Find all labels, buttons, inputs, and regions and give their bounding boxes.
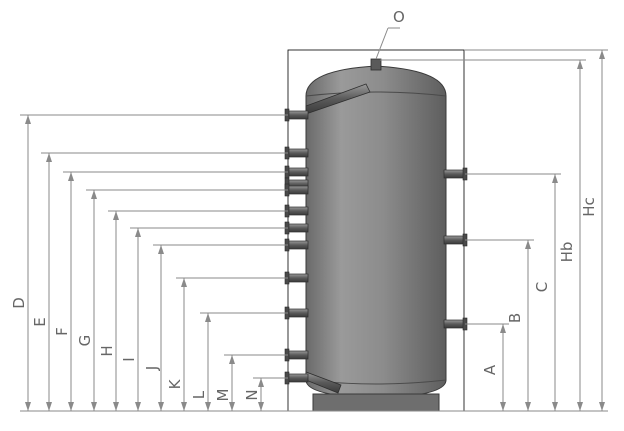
dimension-n: N — [243, 377, 288, 411]
arrow-top — [25, 115, 31, 124]
arrow-bottom — [552, 402, 558, 411]
label-f: F — [53, 327, 71, 336]
arrow-top — [46, 153, 52, 162]
left-pipe-stub — [287, 350, 309, 360]
label-hb: Hb — [558, 242, 576, 263]
dimension-d: D — [10, 114, 288, 411]
left-pipe-stub — [287, 373, 309, 383]
label-j: J — [143, 366, 161, 371]
dimension-e: E — [31, 152, 288, 411]
arrow-top — [158, 245, 164, 254]
dimension-m: M — [214, 354, 288, 411]
dimension-g: G — [76, 189, 288, 411]
label-m: M — [214, 389, 232, 402]
arrow-top — [68, 172, 74, 181]
dimension-b: B — [465, 239, 534, 411]
arrow-bottom — [577, 402, 583, 411]
label-k: K — [166, 378, 184, 389]
arrow-top — [181, 278, 187, 287]
label-a: A — [481, 364, 499, 375]
arrow-bottom — [135, 402, 141, 411]
dimension-j: J — [143, 244, 288, 411]
top-connection-o — [370, 58, 382, 71]
label-hc: Hc — [580, 197, 598, 217]
arrow-top — [229, 355, 235, 364]
right-connections — [443, 167, 468, 331]
arrow-bottom — [91, 402, 97, 411]
left-pipe-stub — [287, 148, 309, 158]
right-pipe-stub — [443, 169, 465, 179]
tank-top-dome-seam — [305, 91, 447, 97]
arrow-top — [599, 50, 605, 59]
dimension-c: C — [465, 173, 561, 411]
arrow-bottom — [181, 402, 187, 411]
arrow-top — [91, 190, 97, 199]
label-d: D — [10, 297, 28, 309]
arrow-bottom — [46, 402, 52, 411]
tank — [305, 58, 447, 412]
arrow-bottom — [158, 402, 164, 411]
label-h: H — [98, 345, 116, 356]
arrow-top — [135, 228, 141, 237]
arrow-top — [500, 324, 506, 333]
arrow-bottom — [229, 402, 235, 411]
right-pipe-stub — [443, 319, 465, 329]
label-b: B — [506, 313, 524, 323]
label-l: L — [190, 390, 208, 399]
dimension-l: L — [190, 312, 288, 411]
dimension-h: H — [98, 210, 288, 411]
arrow-bottom — [525, 402, 531, 411]
arrow-top — [258, 378, 264, 387]
left-pipe-stub — [287, 206, 309, 216]
left-pipe-stub — [287, 308, 309, 318]
dimension-hb: Hb — [380, 59, 586, 411]
left-pipe-stub — [287, 240, 309, 250]
left-pipe-stub — [287, 167, 309, 177]
arrow-bottom — [205, 402, 211, 411]
arrow-bottom — [113, 402, 119, 411]
tank-base — [312, 393, 440, 412]
left-pipe-stub — [287, 185, 309, 195]
arrow-bottom — [500, 402, 506, 411]
left-pipe-stub — [287, 223, 309, 233]
dimension-hc: Hc — [464, 49, 608, 411]
label-o-group: O — [375, 8, 405, 60]
dimension-f: F — [53, 171, 288, 411]
o-leader — [375, 27, 389, 60]
label-o: O — [393, 8, 405, 26]
label-c: C — [533, 282, 551, 292]
left-pipe-stub — [287, 273, 309, 283]
label-e: E — [31, 317, 49, 326]
tank-shell — [305, 65, 447, 399]
label-g: G — [76, 335, 94, 347]
dimension-k: K — [166, 277, 288, 411]
arrow-top — [205, 313, 211, 322]
dimension-i: I — [120, 227, 288, 411]
left-connections — [284, 108, 309, 385]
arrow-bottom — [25, 402, 31, 411]
arrow-bottom — [68, 402, 74, 411]
label-n: N — [243, 389, 261, 400]
label-i: I — [120, 357, 138, 361]
arrow-bottom — [599, 402, 605, 411]
arrow-top — [113, 211, 119, 220]
right-pipe-stub — [443, 235, 465, 245]
arrow-bottom — [258, 402, 264, 411]
arrow-top — [552, 174, 558, 183]
left-pipe-stub — [287, 110, 309, 120]
arrow-top — [525, 240, 531, 249]
right-dimensions: A B C Hb Hc — [380, 49, 608, 411]
dimension-a: A — [465, 323, 509, 411]
arrow-top — [577, 60, 583, 69]
